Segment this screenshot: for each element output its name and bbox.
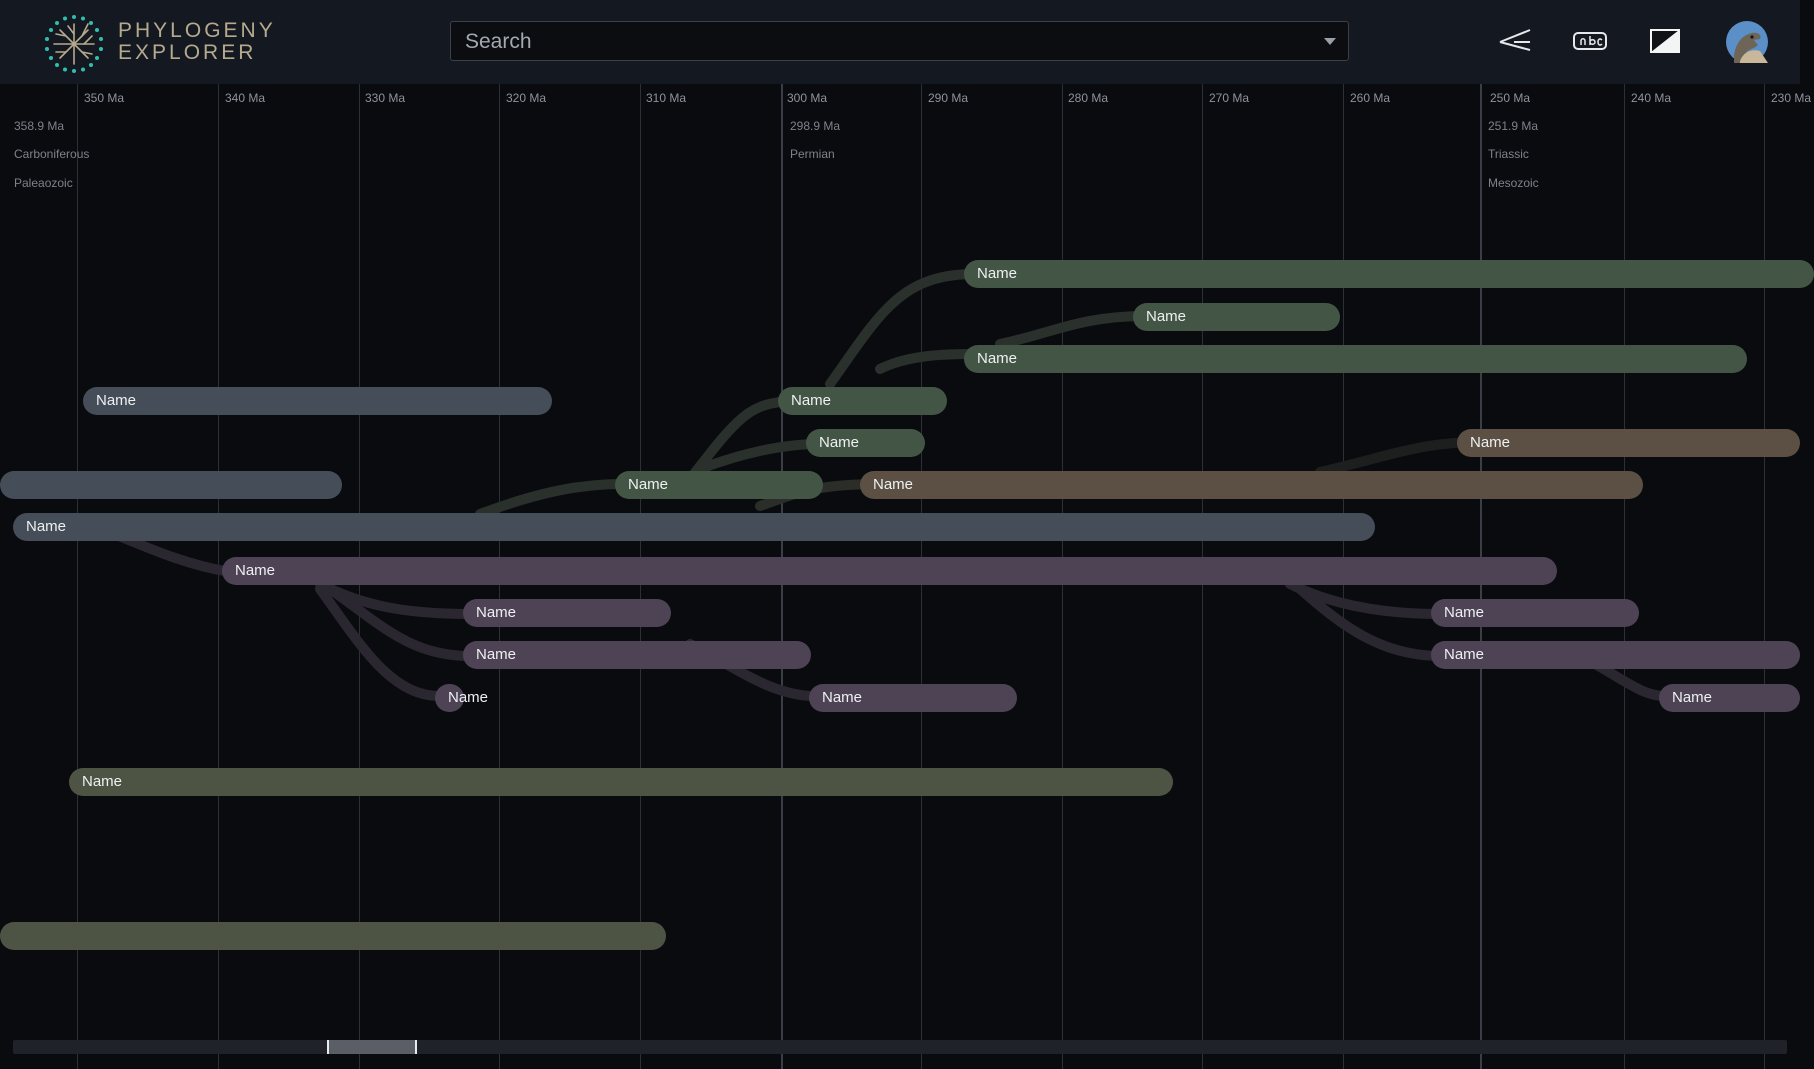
axis-tick-label: 270 Ma xyxy=(1209,91,1250,105)
boundary-period: Triassic xyxy=(1488,147,1529,161)
axis-tick-label: 320 Ma xyxy=(506,91,547,105)
clade-bar[interactable]: Name xyxy=(463,599,671,627)
contrast-toggle-icon[interactable] xyxy=(1646,22,1684,60)
search-input[interactable] xyxy=(463,22,1307,62)
axis-tick-label: 340 Ma xyxy=(225,91,266,105)
boundary-age: 358.9 Ma xyxy=(14,119,65,133)
clade-bar[interactable]: Name xyxy=(1457,429,1800,457)
clade-bar[interactable]: Name xyxy=(964,345,1747,373)
app-title: PHYLOGENY EXPLORER xyxy=(118,20,276,64)
axis-tick-label: 350 Ma xyxy=(84,91,125,105)
labels-toggle-icon[interactable] xyxy=(1571,22,1609,60)
timeline-canvas[interactable]: 350 Ma 340 Ma 330 Ma 320 Ma 310 Ma 300 M… xyxy=(0,84,1814,1069)
clade-bar[interactable]: Name xyxy=(1431,599,1639,627)
clade-bar[interactable]: Name xyxy=(806,429,925,457)
boundary-period: Permian xyxy=(790,147,835,161)
clade-bar[interactable]: Name xyxy=(1133,303,1340,331)
boundary-era: Paleaozoic xyxy=(14,176,73,190)
axis-tick-label: 330 Ma xyxy=(365,91,406,105)
clade-bar[interactable]: Name xyxy=(615,471,823,499)
clade-bar[interactable]: Name xyxy=(83,387,552,415)
clade-bar[interactable]: Name xyxy=(222,557,1557,585)
axis-tick-label: 230 Ma xyxy=(1771,91,1812,105)
boundary-age: 298.9 Ma xyxy=(790,119,841,133)
axis-tick-label: 280 Ma xyxy=(1068,91,1109,105)
axis-tick-label: 250 Ma xyxy=(1490,91,1531,105)
clade-bar[interactable]: Name xyxy=(860,471,1643,499)
axis-tick-label: 290 Ma xyxy=(928,91,969,105)
clade-bar[interactable]: Name xyxy=(1659,684,1800,712)
axis-tick-label: 240 Ma xyxy=(1631,91,1672,105)
top-bar: PHYLOGENY EXPLORER xyxy=(0,0,1800,84)
axis-tick-label: 260 Ma xyxy=(1350,91,1391,105)
tick-gridline xyxy=(77,84,78,1069)
boundary-age: 251.9 Ma xyxy=(1488,119,1539,133)
boundary-period: Carboniferous xyxy=(14,147,90,161)
boundary-era: Mesozoic xyxy=(1488,176,1539,190)
clade-bar[interactable]: Name xyxy=(778,387,947,415)
clade-bar[interactable]: Name xyxy=(809,684,1017,712)
clade-bar[interactable] xyxy=(0,471,342,499)
clade-bar[interactable]: Name xyxy=(964,260,1814,288)
tick-gridline xyxy=(218,84,219,1069)
clade-bar[interactable]: Name xyxy=(463,641,811,669)
profile-avatar[interactable] xyxy=(1726,21,1768,63)
tick-gridline xyxy=(1764,84,1765,1069)
app-title-line1: PHYLOGENY xyxy=(118,19,276,42)
search-box[interactable] xyxy=(450,21,1349,62)
search-dropdown-chevron-icon[interactable] xyxy=(1324,38,1336,45)
clade-bar[interactable]: Name xyxy=(1431,641,1800,669)
timeline-scrollbar[interactable] xyxy=(13,1040,1787,1054)
timeline-scrollbar-thumb[interactable] xyxy=(327,1040,417,1054)
axis-tick-label: 300 Ma xyxy=(787,91,828,105)
app-title-line2: EXPLORER xyxy=(118,41,257,64)
axis-tick-label: 310 Ma xyxy=(646,91,687,105)
clade-bar[interactable]: Name xyxy=(69,768,1173,796)
tick-gridline xyxy=(1624,84,1625,1069)
clade-bar[interactable] xyxy=(0,922,666,950)
phylogeny-logo-icon xyxy=(45,15,103,73)
clade-bar[interactable]: Name xyxy=(435,684,488,712)
tree-toggle-icon[interactable] xyxy=(1496,22,1534,60)
clade-bar[interactable]: Name xyxy=(13,513,1375,541)
